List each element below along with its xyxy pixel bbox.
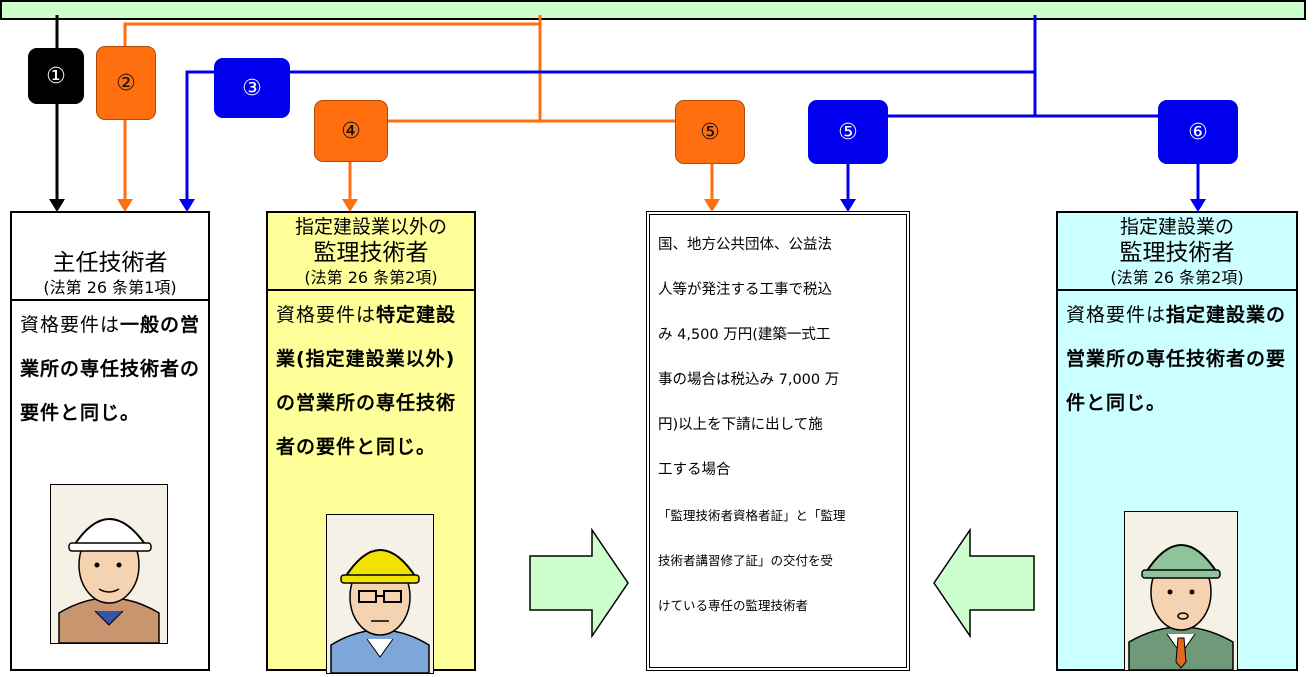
public-works-line-6: 工する場合 [658, 462, 731, 478]
supervisor-other-title: 監理技術者 [313, 240, 429, 266]
chief-law: (法第 26 条第1項) [43, 278, 177, 297]
badge-5-blue: ⑤ [808, 100, 888, 164]
badge-4: ④ [314, 100, 388, 162]
badge-3: ③ [214, 58, 290, 118]
public-works-line-8: 技術者講習修了証」の交付を受 [658, 553, 834, 568]
supervisor-designated-title: 監理技術者 [1119, 240, 1235, 266]
right-arrow-icon [529, 528, 629, 638]
public-works-box: 国、地方公共団体、公益法 人等が発注する工事で税込 み 4,500 万円(建築一… [646, 211, 910, 671]
top-banner [0, 0, 1306, 20]
supervisor-designated-law: (法第 26 条第2項) [1110, 268, 1244, 287]
supervisor-designated-requirement: 資格要件は指定建設業の営業所の専任技術者の要件と同じ。 [1066, 304, 1287, 414]
badge-1: ① [28, 48, 84, 104]
badge-6: ⑥ [1158, 100, 1238, 164]
supervisor-other-subtitle: 指定建設業以外の [294, 216, 447, 238]
public-works-line-1: 国、地方公共団体、公益法 [658, 237, 832, 253]
badge-5-orange: ⑤ [675, 100, 745, 164]
public-works-line-4: 事の場合は税込み 7,000 万 [658, 372, 840, 388]
supervisor-other-law: (法第 26 条第2項) [304, 268, 438, 287]
supervisor-other-box: 指定建設業以外の 監理技術者 (法第 26 条第2項) 資格要件は特定建設業(指… [266, 211, 476, 674]
chief-engineer-box: 主任技術者 (法第 26 条第1項) 資格要件は一般の営業所の専任技術者の要件と… [10, 211, 210, 671]
chief-requirement: 資格要件は一般の営業所の専任技術者の要件と同じ。 [20, 314, 201, 424]
green-helmet-worker-illustration [1124, 511, 1238, 671]
public-works-line-2: 人等が発注する工事で税込 [658, 282, 832, 298]
left-arrow-icon [933, 528, 1035, 638]
badge-2: ② [96, 46, 156, 120]
public-works-line-7: 「監理技術者資格者証」と「監理 [658, 508, 846, 523]
public-works-line-5: 円)以上を下請に出して施 [658, 417, 823, 433]
chief-title: 主任技術者 [52, 250, 168, 276]
public-works-line-9: けている専任の監理技術者 [658, 598, 809, 613]
supervisor-designated-box: 指定建設業の 監理技術者 (法第 26 条第2項) 資格要件は指定建設業の営業所… [1056, 211, 1298, 671]
supervisor-other-requirement: 資格要件は特定建設業(指定建設業以外)の営業所の専任技術者の要件と同じ。 [276, 304, 457, 458]
supervisor-designated-subtitle: 指定建設業の [1119, 216, 1234, 238]
yellow-helmet-worker-illustration [326, 514, 434, 674]
white-helmet-worker-illustration [50, 484, 168, 644]
public-works-line-3: み 4,500 万円(建築一式工 [658, 327, 831, 343]
